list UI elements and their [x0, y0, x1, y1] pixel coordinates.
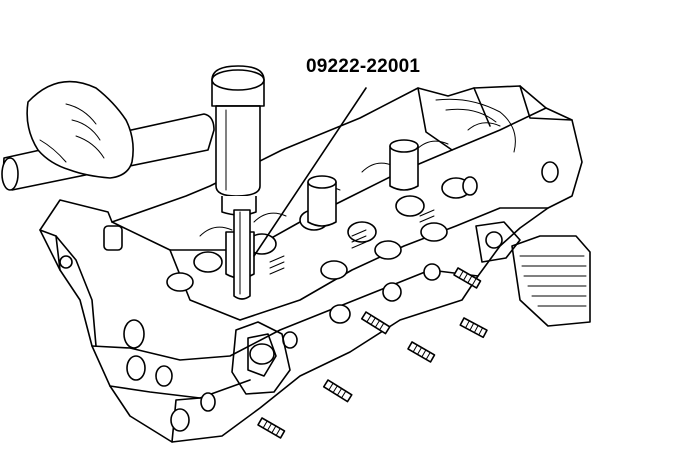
cylinder-head-icon	[39, 85, 591, 443]
end-bracket	[511, 235, 591, 327]
leader-line	[253, 87, 367, 257]
valve-guide-installer-icon	[211, 65, 265, 300]
studs	[257, 267, 488, 439]
part-number-label: 09222-22001	[306, 56, 421, 77]
hand-icon	[26, 80, 134, 179]
